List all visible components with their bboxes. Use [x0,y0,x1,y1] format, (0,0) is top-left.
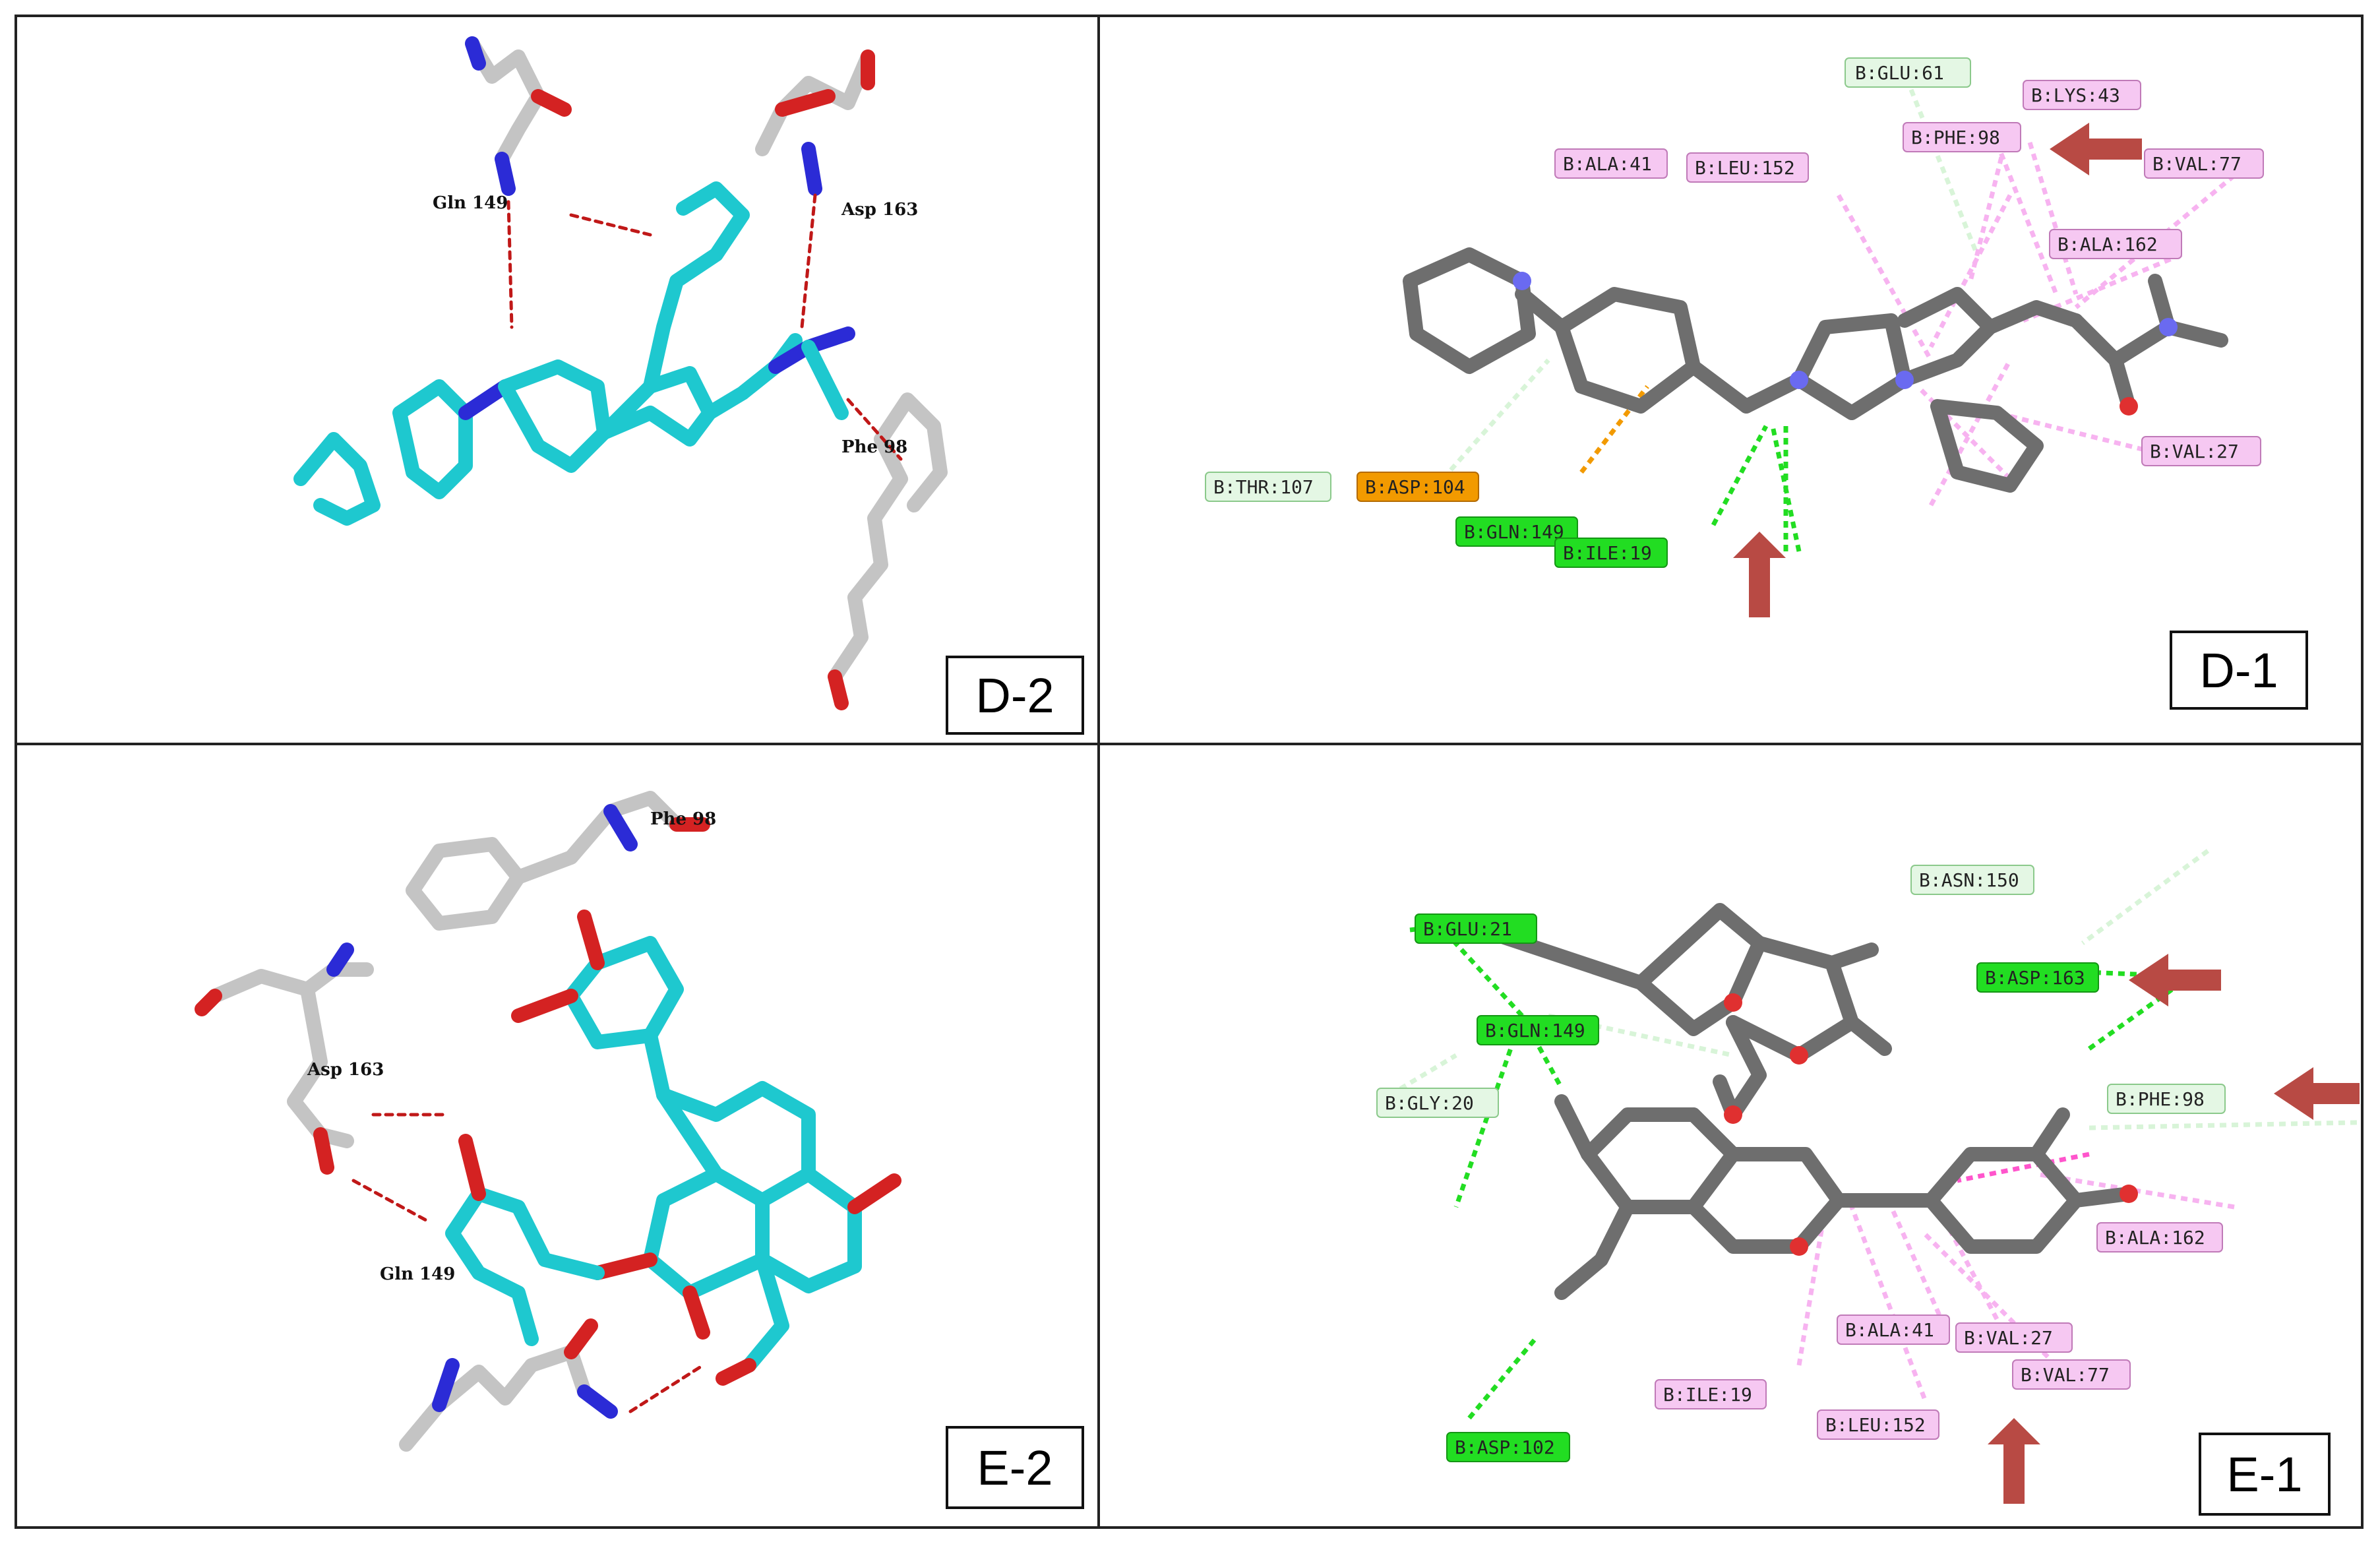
residue-tag: B:VAL:27 [1964,1327,2053,1349]
residue-tag: B:GLN:149 [1464,521,1564,543]
residue-tag: B:ALA:162 [2058,233,2158,255]
residue-tag: B:LYS:43 [2031,84,2120,106]
panel-label: E-1 [2199,1433,2331,1516]
residue-tag: B:GLN:149 [1485,1020,1585,1041]
residue-tag: B:ASP:104 [1365,476,1465,498]
panel-label: D-2 [946,656,1084,735]
panel-label: D-1 [2170,631,2308,710]
d2-residue-label: Gln 149 [433,193,508,213]
arrow-icon [2129,954,2221,1006]
panel-e2: Phe 98 Asp 163 Gln 149 E-2 [15,743,1100,1529]
residue-tag: B:GLU:21 [1423,918,1512,940]
d2-residue-label: Asp 163 [841,200,918,220]
d2-residue-label: Phe 98 [841,437,907,457]
residue-tag: B:PHE:98 [1911,127,2000,148]
residue-tag: B:ASP:102 [1455,1437,1555,1458]
residue-tag: B:LEU:152 [1825,1414,1926,1436]
arrow-icon [1733,532,1786,617]
arrow-icon [2050,123,2142,175]
residue-tag: B:VAL:77 [2152,153,2242,175]
residue-tag: B:ILE:19 [1563,542,1652,564]
e2-residue-label: Phe 98 [650,809,716,829]
residue-tag: B:GLY:20 [1385,1092,1474,1114]
e2-residue-label: Gln 149 [380,1264,455,1284]
residue-tag: B:ALA:41 [1845,1319,1934,1341]
e2-residue-label: Asp 163 [307,1060,384,1080]
residue-tag: B:LEU:152 [1695,157,1795,179]
residue-tag: B:VAL:77 [2021,1364,2110,1386]
arrow-icon [2274,1067,2360,1120]
arrow-icon [1988,1418,2040,1504]
residue-tag: B:ASN:150 [1919,869,2019,891]
e1-interaction-map: B:ASN:150 B:GLU:21 B:ASP:163 B:GLN:149 B… [1376,849,2361,1504]
residue-tag: B:ALA:162 [2105,1227,2205,1249]
residue-tag: B:ASP:163 [1985,967,2085,989]
residue-tag: B:VAL:27 [2150,441,2239,462]
panel-d1: B:GLU:61 B:LYS:43 B:ALA:41 B:LEU:152 B:P… [1097,15,2364,745]
d1-tags: B:GLU:61 B:LYS:43 B:ALA:41 B:LEU:152 B:P… [1205,57,2264,568]
panel-d2: Gln 149 Asp 163 Phe 98 D-2 [15,15,1100,745]
residue-tag: B:ALA:41 [1563,153,1652,175]
panel-e1: B:ASN:150 B:GLU:21 B:ASP:163 B:GLN:149 B… [1097,743,2364,1529]
residue-tag: B:PHE:98 [2116,1088,2205,1110]
residue-tag: B:THR:107 [1213,476,1314,498]
d1-interaction-map: B:GLU:61 B:LYS:43 B:ALA:41 B:LEU:152 B:P… [1205,57,2264,617]
residue-tag: B:GLU:61 [1855,62,1944,84]
residue-tag: B:ILE:19 [1663,1384,1752,1406]
e1-tags: B:ASN:150 B:GLU:21 B:ASP:163 B:GLN:149 B… [1376,865,2226,1462]
e2-stick-model: Phe 98 Asp 163 Gln 149 [195,791,901,1452]
d2-stick-model: Gln 149 Asp 163 Phe 98 [293,36,948,710]
panel-label: E-2 [946,1426,1084,1509]
